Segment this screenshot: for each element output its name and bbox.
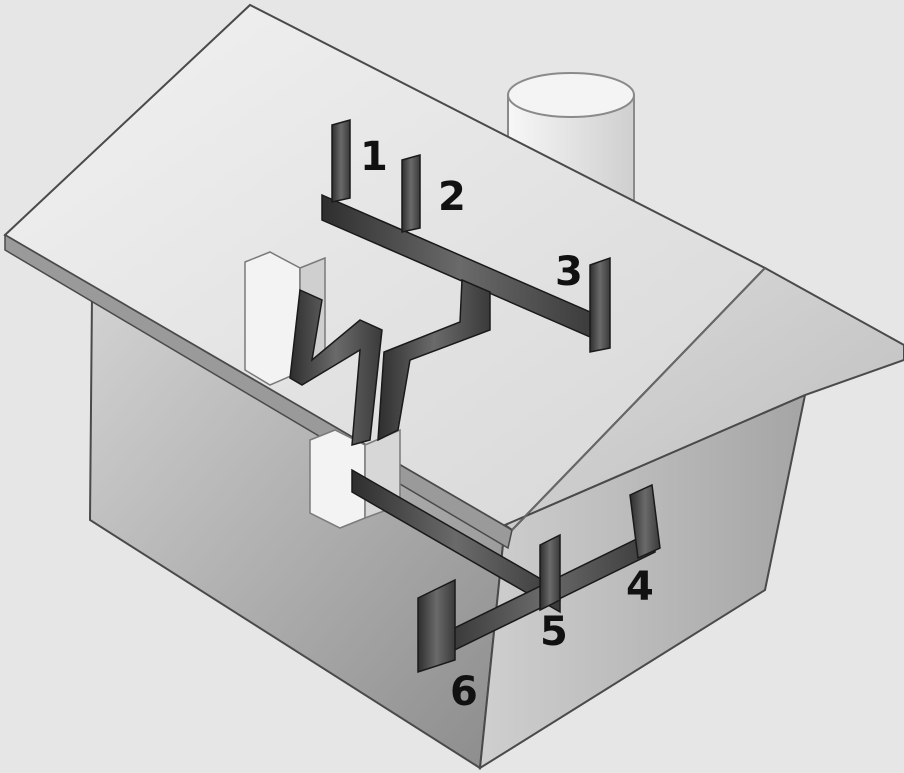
label-1: 1 — [360, 134, 388, 180]
label-2: 2 — [438, 174, 466, 220]
riser-3 — [590, 258, 610, 352]
label-4: 4 — [626, 564, 654, 610]
label-6: 6 — [450, 669, 478, 715]
riser-5 — [540, 535, 560, 610]
riser-1 — [332, 120, 350, 202]
label-3: 3 — [555, 249, 583, 295]
riser-2 — [402, 155, 420, 232]
label-5: 5 — [540, 609, 568, 655]
